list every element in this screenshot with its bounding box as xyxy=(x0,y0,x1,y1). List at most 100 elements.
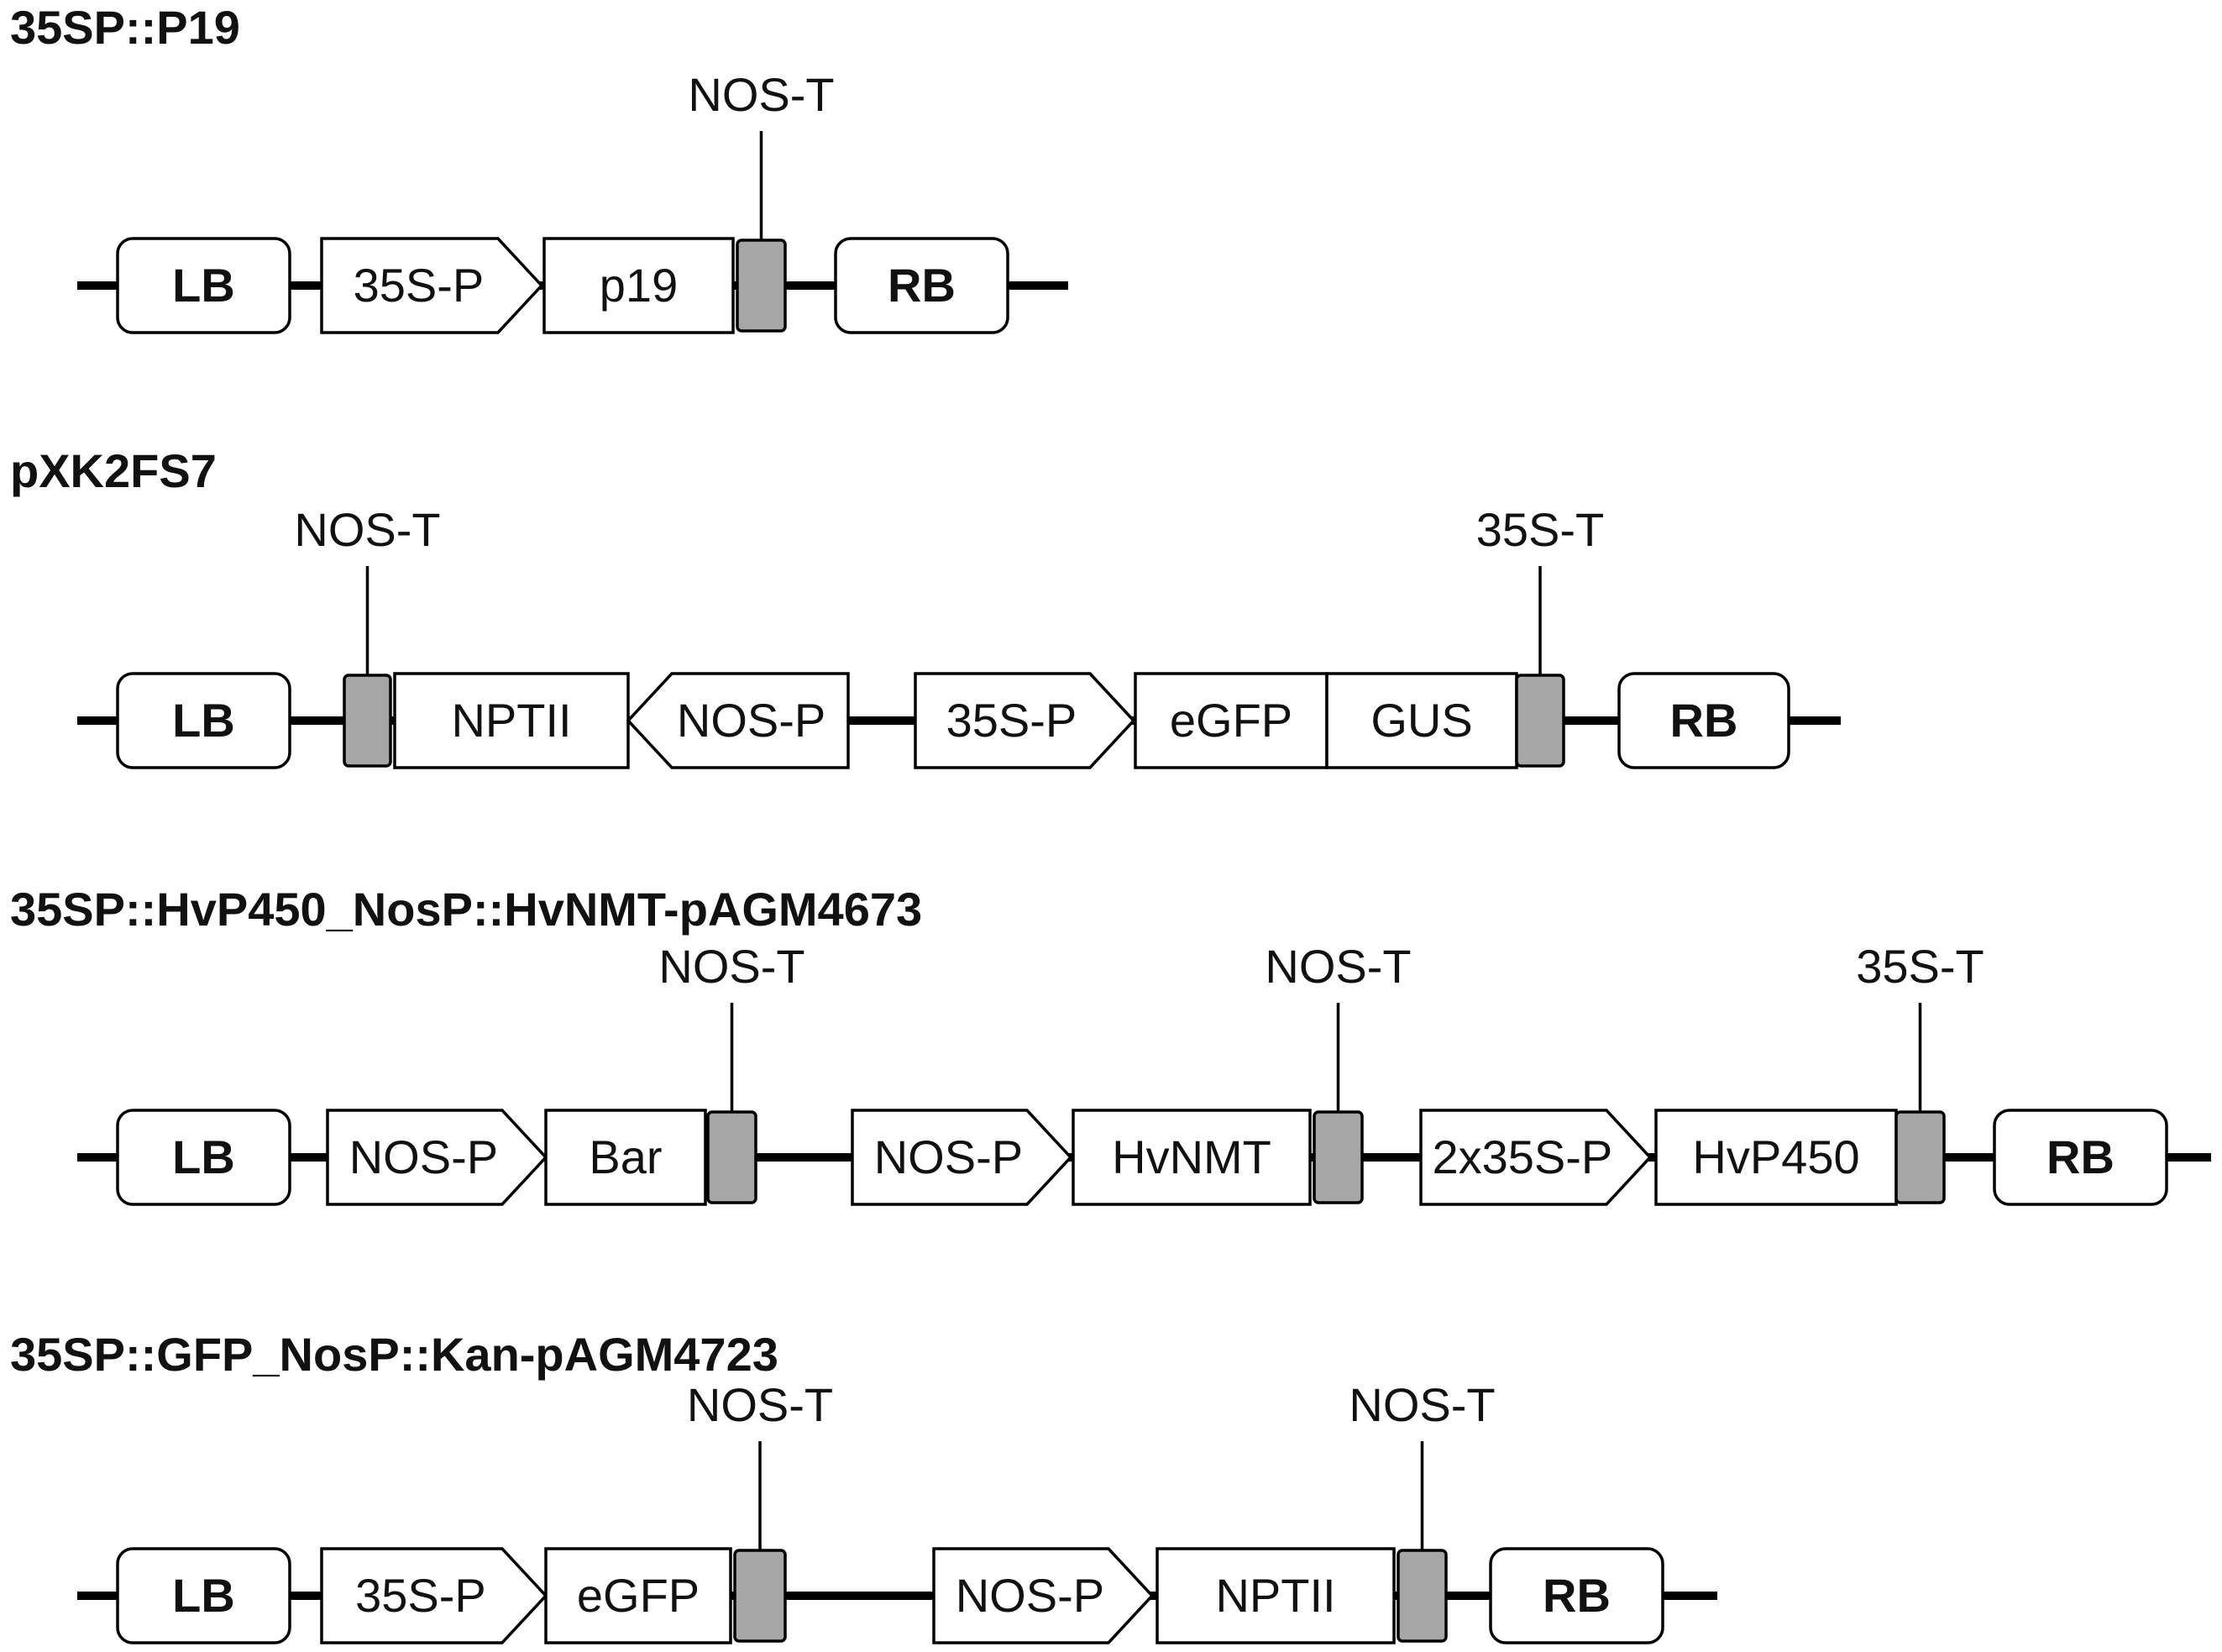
terminator-nos-t: NOS-T xyxy=(1349,1378,1496,1643)
border-box xyxy=(116,1109,291,1206)
promoter-arrow xyxy=(932,1547,1155,1644)
promoter-label: 35S-P xyxy=(355,1569,486,1622)
promoter-arrow xyxy=(626,672,850,769)
border-label: LB xyxy=(172,1130,235,1183)
promoter-arrow xyxy=(320,1547,548,1644)
terminator-35s-t: 35S-T xyxy=(1856,940,1984,1204)
terminator-35s-t: 35S-T xyxy=(1476,503,1605,768)
border-box xyxy=(1489,1547,1664,1644)
border-rb: RB xyxy=(834,237,1009,334)
terminator-block xyxy=(1397,1549,1448,1643)
terminator-block xyxy=(1894,1110,1946,1204)
cds-label: GUS xyxy=(1370,694,1472,747)
terminator-block xyxy=(1515,674,1565,768)
border-lb: LB xyxy=(116,1547,291,1644)
terminator-label: NOS-T xyxy=(687,1378,833,1431)
terminator-nos-t: NOS-T xyxy=(1265,940,1412,1204)
border-box xyxy=(1993,1109,2168,1206)
cds-label: HvP450 xyxy=(1692,1130,1859,1183)
terminator-block xyxy=(736,239,787,333)
promoter-2x35s-p: 2x35S-P xyxy=(1419,1109,1653,1206)
terminator-label: NOS-T xyxy=(294,503,440,556)
border-rb: RB xyxy=(1617,672,1790,769)
construct-title: pXK2FS7 xyxy=(10,444,217,497)
promoter-label: NOS-P xyxy=(874,1130,1023,1183)
coding-sequence-box xyxy=(1654,1109,1898,1206)
border-label: RB xyxy=(888,259,956,312)
terminator-label: NOS-T xyxy=(688,68,834,121)
promoter-35s-p: 35S-P xyxy=(320,1547,548,1644)
border-lb: LB xyxy=(116,672,291,769)
coding-sequence-box xyxy=(393,672,630,769)
cds-label: HvNMT xyxy=(1112,1130,1271,1183)
promoter-label: 2x35S-P xyxy=(1433,1130,1613,1183)
terminator-label: 35S-T xyxy=(1476,503,1605,556)
promoter-nos-p: NOS-P xyxy=(326,1109,548,1206)
cds-label: eGFP xyxy=(1170,694,1292,747)
promoter-arrow xyxy=(914,672,1136,769)
promoter-label: 35S-P xyxy=(946,694,1077,747)
terminator-nos-t: NOS-T xyxy=(688,68,835,333)
cds-label: NPTII xyxy=(1215,1569,1335,1622)
border-lb: LB xyxy=(116,237,291,334)
border-label: LB xyxy=(172,259,235,312)
cds-bar: Bar xyxy=(544,1109,707,1206)
border-label: LB xyxy=(172,1569,235,1622)
terminator-label: NOS-T xyxy=(658,940,804,993)
terminator-label: 35S-T xyxy=(1856,940,1984,993)
promoter-nos-p: NOS-P xyxy=(851,1109,1073,1206)
cds-p19: p19 xyxy=(542,237,735,334)
terminator-label: NOS-T xyxy=(1265,940,1411,993)
border-label: RB xyxy=(1670,694,1738,747)
promoter-arrow xyxy=(326,1109,548,1206)
promoter-arrow xyxy=(851,1109,1073,1206)
construct-title: 35SP::GFP_NosP::Kan-pAGM4723 xyxy=(10,1328,778,1381)
promoter-label: NOS-P xyxy=(349,1130,498,1183)
cds-label: NPTII xyxy=(451,694,571,747)
coding-sequence-box xyxy=(1134,672,1328,769)
cds-egfp: eGFP xyxy=(1134,672,1328,769)
coding-sequence-box xyxy=(1072,1109,1312,1206)
promoter-35s-p: 35S-P xyxy=(914,672,1136,769)
terminator-block xyxy=(733,1549,787,1643)
coding-sequence-box xyxy=(544,1109,707,1206)
terminator-nos-t: NOS-T xyxy=(294,503,441,768)
cds-hvnmt: HvNMT xyxy=(1072,1109,1312,1206)
terminator-nos-t: NOS-T xyxy=(658,940,805,1204)
promoter-nos-p: NOS-P xyxy=(932,1547,1155,1644)
cds-gus: GUS xyxy=(1325,672,1518,769)
terminator-label: NOS-T xyxy=(1349,1378,1495,1431)
border-lb: LB xyxy=(116,1109,291,1206)
terminator-block xyxy=(1313,1110,1364,1204)
border-box xyxy=(116,672,291,769)
border-label: RB xyxy=(1543,1569,1611,1622)
coding-sequence-box xyxy=(542,237,735,334)
cds-nptii: NPTII xyxy=(393,672,630,769)
coding-sequence-box xyxy=(544,1547,732,1644)
promoter-nos-p: NOS-P xyxy=(626,672,850,769)
cds-nptii: NPTII xyxy=(1156,1547,1396,1644)
construct-title: 35SP::HvP450_NosP::HvNMT-pAGM4673 xyxy=(10,883,922,936)
terminator-nos-t: NOS-T xyxy=(687,1378,833,1643)
cds-egfp: eGFP xyxy=(544,1547,732,1644)
border-rb: RB xyxy=(1489,1547,1664,1644)
border-rb: RB xyxy=(1993,1109,2168,1206)
cds-hvp450: HvP450 xyxy=(1654,1109,1898,1206)
terminator-block xyxy=(343,674,392,768)
border-box xyxy=(834,237,1009,334)
border-box xyxy=(1617,672,1790,769)
cds-label: eGFP xyxy=(577,1569,700,1622)
coding-sequence-box xyxy=(1156,1547,1396,1644)
promoter-arrow xyxy=(1419,1109,1653,1206)
terminator-block xyxy=(706,1110,757,1204)
promoter-label: NOS-P xyxy=(677,694,825,747)
cds-label: Bar xyxy=(589,1130,662,1183)
promoter-35s-p: 35S-P xyxy=(320,237,544,334)
border-box xyxy=(116,1547,291,1644)
promoter-label: NOS-P xyxy=(956,1569,1104,1622)
